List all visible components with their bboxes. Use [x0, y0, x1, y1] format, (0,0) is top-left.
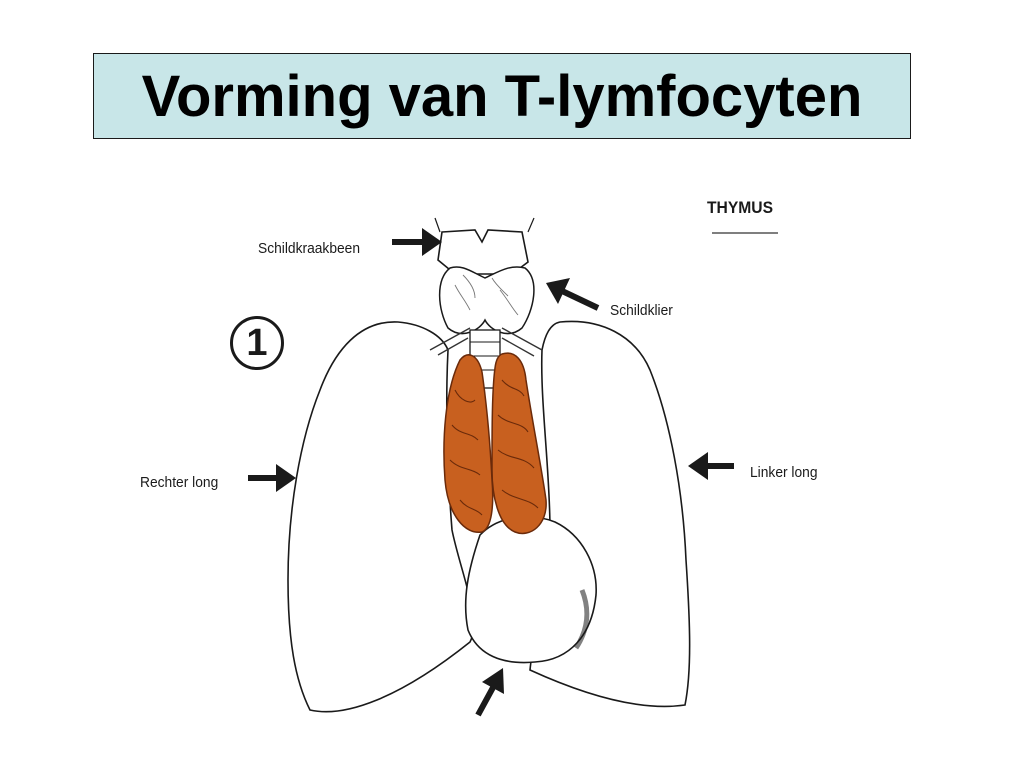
- thymus-figure: THYMUS 1 Schildkraakbeen Schildklier Rec…: [130, 150, 870, 750]
- label-right-lung: Rechter long: [140, 474, 219, 491]
- arrow-thyroid-cartilage: [392, 228, 442, 256]
- arrow-right-lung: [248, 464, 296, 492]
- thyroid-gland: [438, 266, 535, 335]
- label-thyroid-cartilage: Schildkraakbeen: [258, 240, 361, 257]
- thymus-heading: THYMUS: [707, 198, 774, 217]
- cartilage-horn-left: [434, 217, 441, 233]
- thymus-texture: [449, 379, 539, 516]
- heart: [464, 515, 597, 664]
- arrow-thyroid-gland: [546, 278, 600, 311]
- arrow-left-lung: [688, 452, 734, 480]
- title-box: Vorming van T-lymfocyten: [93, 53, 911, 139]
- cartilage-horn-right: [527, 217, 535, 233]
- thymus-left-lobe: [443, 354, 494, 533]
- vessel-shading: [429, 327, 543, 357]
- thyroid-texture: [454, 274, 519, 316]
- step-number-badge: 1: [230, 316, 284, 370]
- thyroid-cartilage: [437, 229, 529, 275]
- right-lung: [287, 321, 475, 713]
- anatomy-drawing: [248, 217, 778, 717]
- thymus-right-lobe: [491, 352, 547, 535]
- label-thyroid-gland: Schildklier: [610, 302, 673, 319]
- heart-shading: [573, 589, 590, 650]
- slide-title: Vorming van T-lymfocyten: [141, 63, 863, 129]
- label-left-lung: Linker long: [750, 464, 818, 481]
- arrow-heart: [475, 668, 504, 717]
